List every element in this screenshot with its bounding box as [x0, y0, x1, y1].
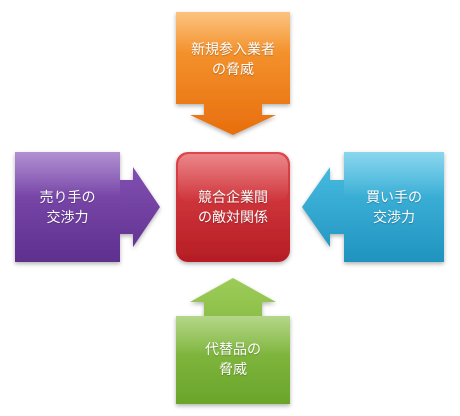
- bargaining-power-of-buyers: [302, 152, 444, 262]
- rivalry-highlight: [178, 154, 288, 202]
- competitive-rivalry: [176, 152, 290, 262]
- suppliers-highlight: [15, 152, 120, 197]
- bargaining-power-of-suppliers: [15, 152, 160, 262]
- substitutes-highlight: [176, 316, 290, 356]
- threat-of-new-entrants: [176, 12, 290, 135]
- new-entrants-highlight: [176, 12, 290, 52]
- threat-of-substitutes: [176, 278, 290, 404]
- buyers-highlight: [344, 152, 444, 197]
